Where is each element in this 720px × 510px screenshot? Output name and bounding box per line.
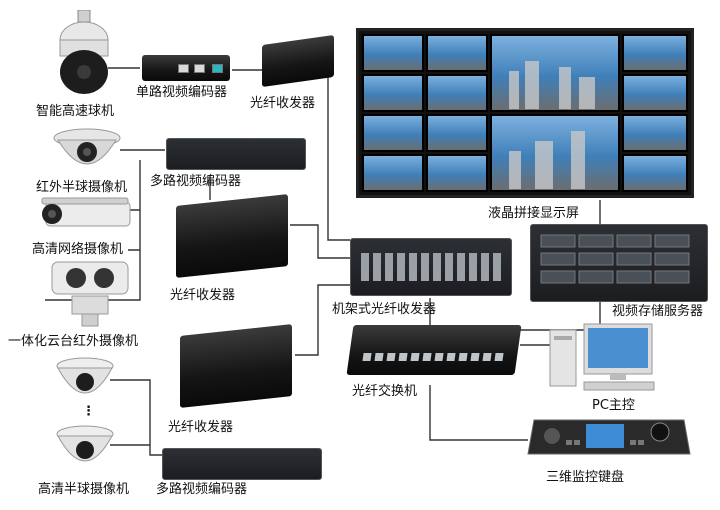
keyboard-label: 三维监控键盘 — [546, 470, 625, 485]
fiber-switch-label: 光纤交换机 — [352, 384, 418, 399]
ptz-camera-icon — [51, 261, 129, 327]
line-switch-keyboard — [429, 385, 528, 441]
bullet-camera-icon — [41, 197, 131, 227]
line-top-transceiver-rack — [327, 60, 350, 241]
ptz-ir-cam-label: 一体化云台红外摄像机 — [8, 334, 139, 349]
ir-dome-icon — [53, 128, 121, 165]
line-dome-bus — [110, 379, 165, 456]
hd-network-camera — [36, 196, 132, 234]
hd-network-cam-label: 高清网络摄像机 — [32, 242, 124, 257]
rack-transceiver-label: 机架式光纤收发器 — [332, 302, 437, 317]
server-drive-bays — [540, 234, 690, 284]
hd-dome-camera-1 — [54, 356, 116, 406]
rack-fiber-transceiver — [350, 238, 512, 296]
fiber-transceiver-bottom — [180, 324, 292, 408]
hd-dome-icon — [56, 425, 114, 462]
video-storage-server — [530, 224, 708, 302]
pc-icon — [549, 323, 655, 391]
dome-ellipsis: ⋮ — [82, 404, 95, 419]
rack-slots — [361, 253, 501, 281]
speed-dome-label: 智能高速球机 — [36, 104, 115, 119]
fiber-transceiver-mid — [176, 194, 288, 278]
fiber-switch — [346, 325, 522, 375]
lcd-video-wall — [356, 28, 694, 198]
lcd-wall-label: 液晶拼接显示屏 — [488, 206, 580, 221]
transceiver-top-label: 光纤收发器 — [250, 96, 316, 111]
control-keyboard — [526, 410, 692, 460]
line-mid-transceiver-rack — [290, 224, 350, 259]
ptz-ir-camera — [46, 258, 132, 328]
transceiver-mid-label: 光纤收发器 — [170, 288, 236, 303]
transceiver-bottom-label: 光纤收发器 — [168, 420, 234, 435]
multi-encoder-top-label: 多路视频编码器 — [150, 174, 242, 189]
switch-ports — [362, 353, 504, 361]
ir-dome-camera — [52, 128, 122, 172]
multi-channel-encoder-top — [166, 138, 306, 170]
pc-host — [548, 322, 660, 392]
multi-encoder-bottom-label: 多路视频编码器 — [156, 482, 248, 497]
speed-dome-camera — [56, 9, 112, 96]
single-channel-encoder — [142, 55, 230, 81]
single-encoder-label: 单路视频编码器 — [136, 85, 228, 100]
multi-channel-encoder-bottom — [162, 448, 322, 480]
hd-dome-camera-2 — [54, 424, 116, 474]
video-wall-tiles — [362, 34, 688, 192]
keyboard-icon — [527, 419, 691, 455]
line-bottom-transceiver-rack — [295, 284, 350, 356]
speed-dome-icon — [59, 9, 109, 94]
hd-dome-icon — [56, 357, 114, 394]
storage-server-label: 视频存储服务器 — [612, 304, 704, 319]
hd-dome-label: 高清半球摄像机 — [38, 482, 130, 497]
pc-host-label: PC主控 — [592, 398, 635, 413]
ir-dome-label: 红外半球摄像机 — [36, 180, 128, 195]
